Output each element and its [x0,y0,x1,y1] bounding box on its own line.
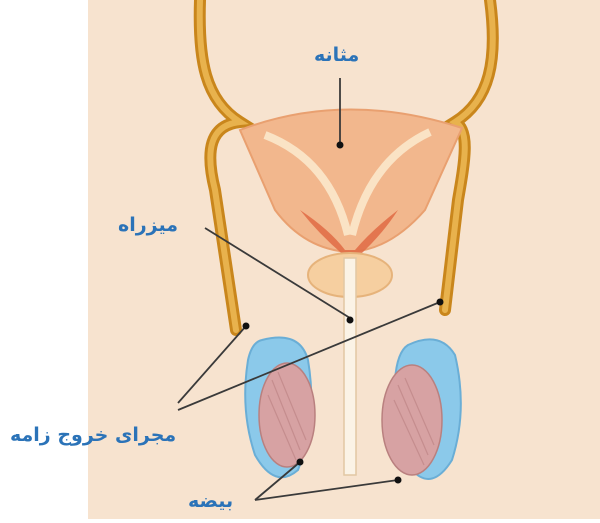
right-testis [382,365,442,475]
urethra-label: میزراه [118,214,178,236]
bladder-label: مثانه [314,44,359,66]
testis-label: بیضه [188,490,233,512]
vas-deferens-label: مجرای خروج زامه [10,424,176,446]
urethra [344,258,356,475]
left-testis [259,363,315,467]
